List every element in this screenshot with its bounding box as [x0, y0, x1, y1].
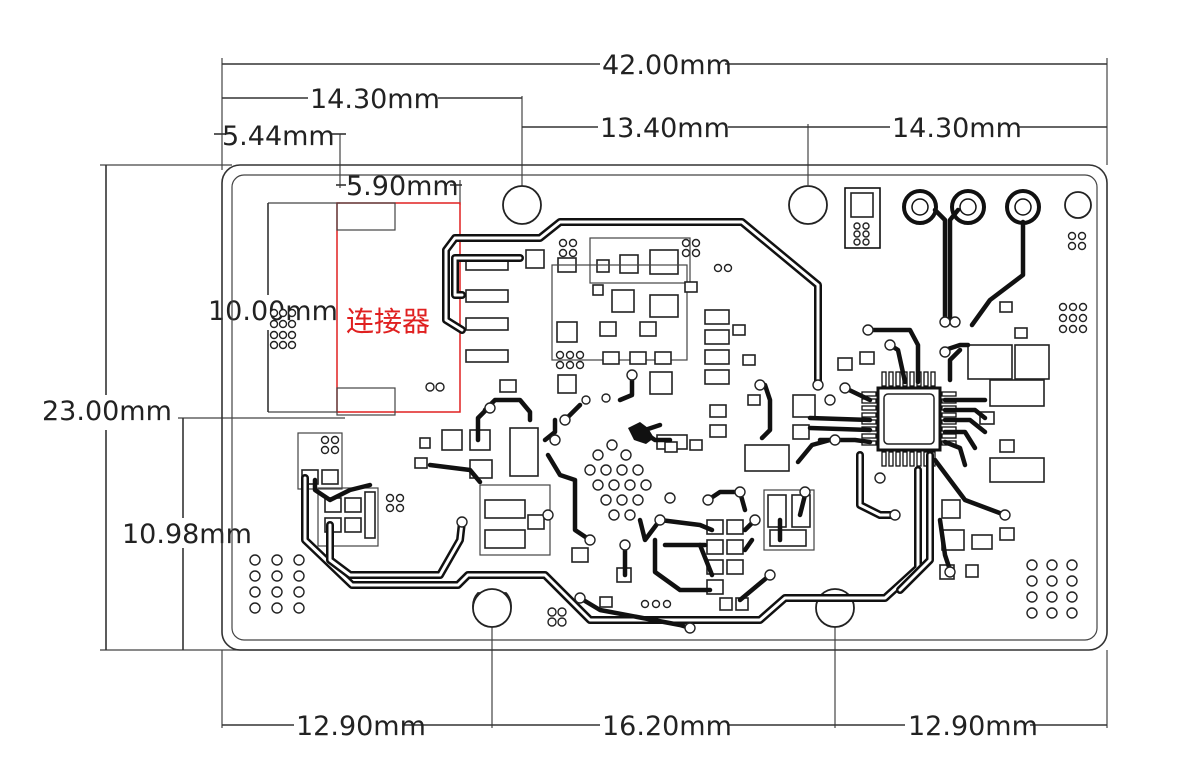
dimension-lines	[100, 58, 1108, 728]
trace-vias	[456, 316, 1011, 634]
mounting-hole-top-right	[788, 185, 828, 225]
mounting-hole-top-left	[502, 185, 542, 225]
qfn-pin	[861, 412, 877, 418]
traces	[301, 207, 1026, 631]
connector-outline: 连接器	[336, 202, 461, 416]
board-outline	[221, 164, 1108, 651]
connector-label: 连接器	[346, 305, 430, 338]
qfn-pin	[881, 451, 887, 467]
qfn-pin	[909, 371, 915, 387]
qfn-pin	[902, 451, 908, 467]
dim-overall-height: 23.00mm	[42, 396, 172, 427]
header-pads	[844, 187, 1041, 249]
qfn-pin	[941, 433, 957, 439]
qfn-pin	[881, 371, 887, 387]
qfn-pin	[888, 371, 894, 387]
dim-bottom-right-hole: 12.90mm	[908, 711, 1038, 742]
dim-bottom-left-hole: 12.90mm	[296, 711, 426, 742]
component-pads	[297, 237, 1050, 611]
qfn-pin	[930, 371, 936, 387]
qfn-pin	[861, 405, 877, 411]
dim-top-right-hole: 14.30mm	[892, 113, 1022, 144]
via-arrays	[249, 231, 1088, 627]
qfn-pin	[895, 371, 901, 387]
center-blob	[628, 422, 654, 444]
qfn-chip	[861, 371, 957, 467]
dim-overall-width: 42.00mm	[602, 50, 732, 81]
qfn-pin	[916, 451, 922, 467]
dim-top-left-hole: 14.30mm	[310, 84, 440, 115]
qfn-pin	[941, 391, 957, 397]
dimension-labels: 42.00mm 14.30mm 13.40mm 14.30mm 5.44mm 5…	[42, 50, 1038, 742]
dim-lower-height: 10.98mm	[122, 519, 252, 550]
qfn-pin	[895, 451, 901, 467]
dim-connector-offset: 5.44mm	[222, 121, 335, 152]
qfn-pin	[941, 412, 957, 418]
qfn-pin	[861, 433, 877, 439]
dim-connector-width: 5.90mm	[346, 171, 459, 202]
qfn-pin	[923, 371, 929, 387]
mounting-hole-corner	[1064, 191, 1092, 219]
dim-bottom-hole-spacing: 16.20mm	[602, 711, 732, 742]
dim-top-hole-spacing: 13.40mm	[600, 113, 730, 144]
qfn-pin	[909, 451, 915, 467]
qfn-pin	[888, 451, 894, 467]
